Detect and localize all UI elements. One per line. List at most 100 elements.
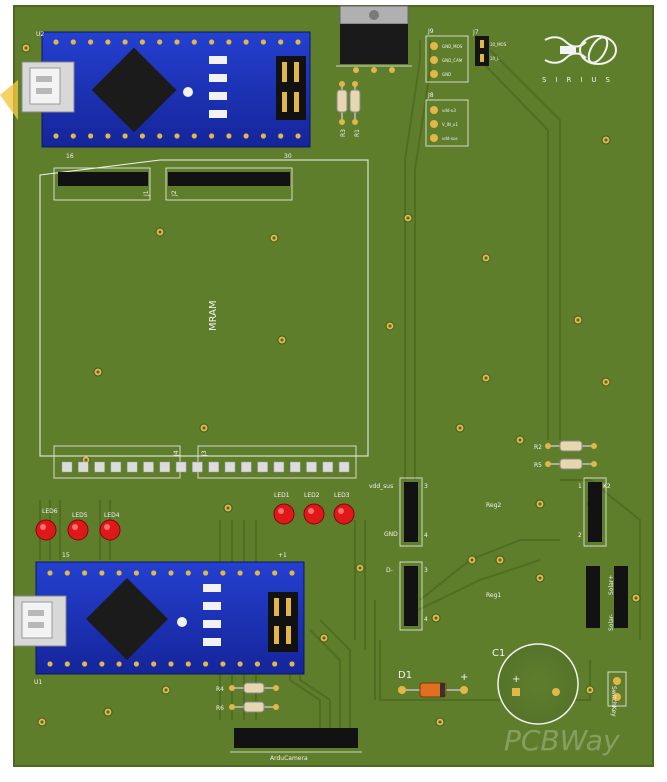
via-hole — [358, 566, 362, 570]
c1-capacitor — [497, 643, 579, 725]
u1-label: U1 — [34, 679, 42, 686]
r4-label: R4 — [216, 686, 224, 693]
pin-pad — [220, 570, 226, 576]
led-highlight — [308, 508, 314, 514]
pin-pad — [185, 661, 191, 667]
header-pin — [143, 461, 154, 473]
via-hole — [24, 46, 28, 50]
led5-label: LED5 — [72, 512, 88, 519]
led — [67, 519, 89, 541]
led-highlight — [72, 524, 78, 530]
via-hole — [498, 558, 502, 562]
led-highlight — [40, 524, 46, 530]
pin-pad — [168, 661, 174, 667]
c1-label: C1 — [492, 648, 505, 659]
pin-pad — [203, 570, 209, 576]
pin-pad — [260, 133, 266, 139]
pin-pad — [139, 133, 145, 139]
pin-pad — [133, 570, 139, 576]
j4-label: J4 — [173, 450, 180, 457]
led-group — [35, 503, 355, 541]
pin-pad — [168, 570, 174, 576]
pin-pad — [139, 39, 145, 45]
j7-pin2: 10_L — [490, 56, 500, 61]
via-hole — [406, 216, 410, 220]
u2-pin16-label: 16 — [66, 153, 74, 160]
k2-pin1: 1 — [578, 483, 582, 490]
k2-label: K2 — [603, 483, 611, 490]
resistors-r1-r3 — [336, 81, 361, 125]
j9-label: J9 — [427, 28, 434, 35]
via-hole — [538, 576, 542, 580]
via-hole — [40, 720, 44, 724]
pin-pad — [226, 133, 232, 139]
header-pin — [289, 461, 301, 473]
r2-label: R2 — [534, 444, 542, 451]
header-pin — [175, 461, 187, 473]
switchkey-header — [607, 671, 627, 707]
pin-pad — [47, 661, 53, 667]
pin-pad — [105, 133, 111, 139]
led-highlight — [338, 508, 344, 514]
j7-label: J7 — [472, 29, 479, 36]
pin-pad — [243, 39, 249, 45]
solar-plus-label: Solar+ — [608, 575, 615, 595]
pin-pad — [220, 661, 226, 667]
j9-pin1: GND_MOS — [442, 44, 463, 49]
pin-pad — [151, 661, 157, 667]
via-hole — [588, 688, 592, 692]
via-hole — [634, 596, 638, 600]
corner-highlight — [0, 80, 18, 120]
led2-label: LED2 — [304, 492, 320, 499]
switchkey-label: SwitchKey — [610, 686, 617, 717]
via-hole — [604, 138, 608, 142]
j9-header — [425, 35, 469, 83]
via-hole — [434, 616, 438, 620]
pin-pad — [151, 570, 157, 576]
pin-pad — [122, 133, 128, 139]
pin-pad — [191, 133, 197, 139]
resistors-r2-r5 — [545, 440, 597, 470]
via-hole — [106, 710, 110, 714]
r5-label: R5 — [534, 462, 542, 469]
via-hole — [576, 318, 580, 322]
via-hole — [226, 506, 230, 510]
header-pin — [241, 461, 252, 473]
j9-pin2: GND_CAM — [442, 58, 463, 63]
pin-pad — [88, 133, 94, 139]
vdd-sus-label: vdd_sus — [369, 483, 393, 490]
header-pin — [159, 461, 171, 473]
pin-pad — [203, 661, 209, 667]
via-hole — [388, 324, 392, 328]
r3-label: R3 — [340, 129, 347, 137]
pin-pad — [209, 133, 215, 139]
header-pin — [257, 461, 268, 473]
pin-pad — [254, 570, 260, 576]
led4-label: LED4 — [104, 512, 120, 519]
header-pin — [110, 461, 122, 473]
pin-pad — [254, 661, 260, 667]
pin-pad — [243, 133, 249, 139]
reg-headers — [399, 477, 423, 631]
header-pin — [78, 461, 89, 473]
reg1-pin4: 4 — [424, 616, 428, 623]
mram-label: MRAM — [208, 300, 219, 331]
header-pin — [208, 461, 219, 473]
via-hole — [604, 380, 608, 384]
led6-label: LED6 — [42, 508, 58, 515]
via-hole — [272, 236, 276, 240]
pin-pad — [105, 39, 111, 45]
mram-module — [39, 159, 369, 479]
pin-pad — [272, 570, 278, 576]
pin-pad — [122, 39, 128, 45]
led-highlight — [104, 524, 110, 530]
u2-label: U2 — [36, 31, 44, 38]
via-group — [21, 43, 641, 747]
pin-pad — [157, 133, 163, 139]
k2-header — [583, 477, 607, 547]
u1-pin15-label: 15 — [62, 552, 70, 559]
j8-label: J8 — [427, 92, 434, 99]
via-hole — [84, 458, 88, 462]
